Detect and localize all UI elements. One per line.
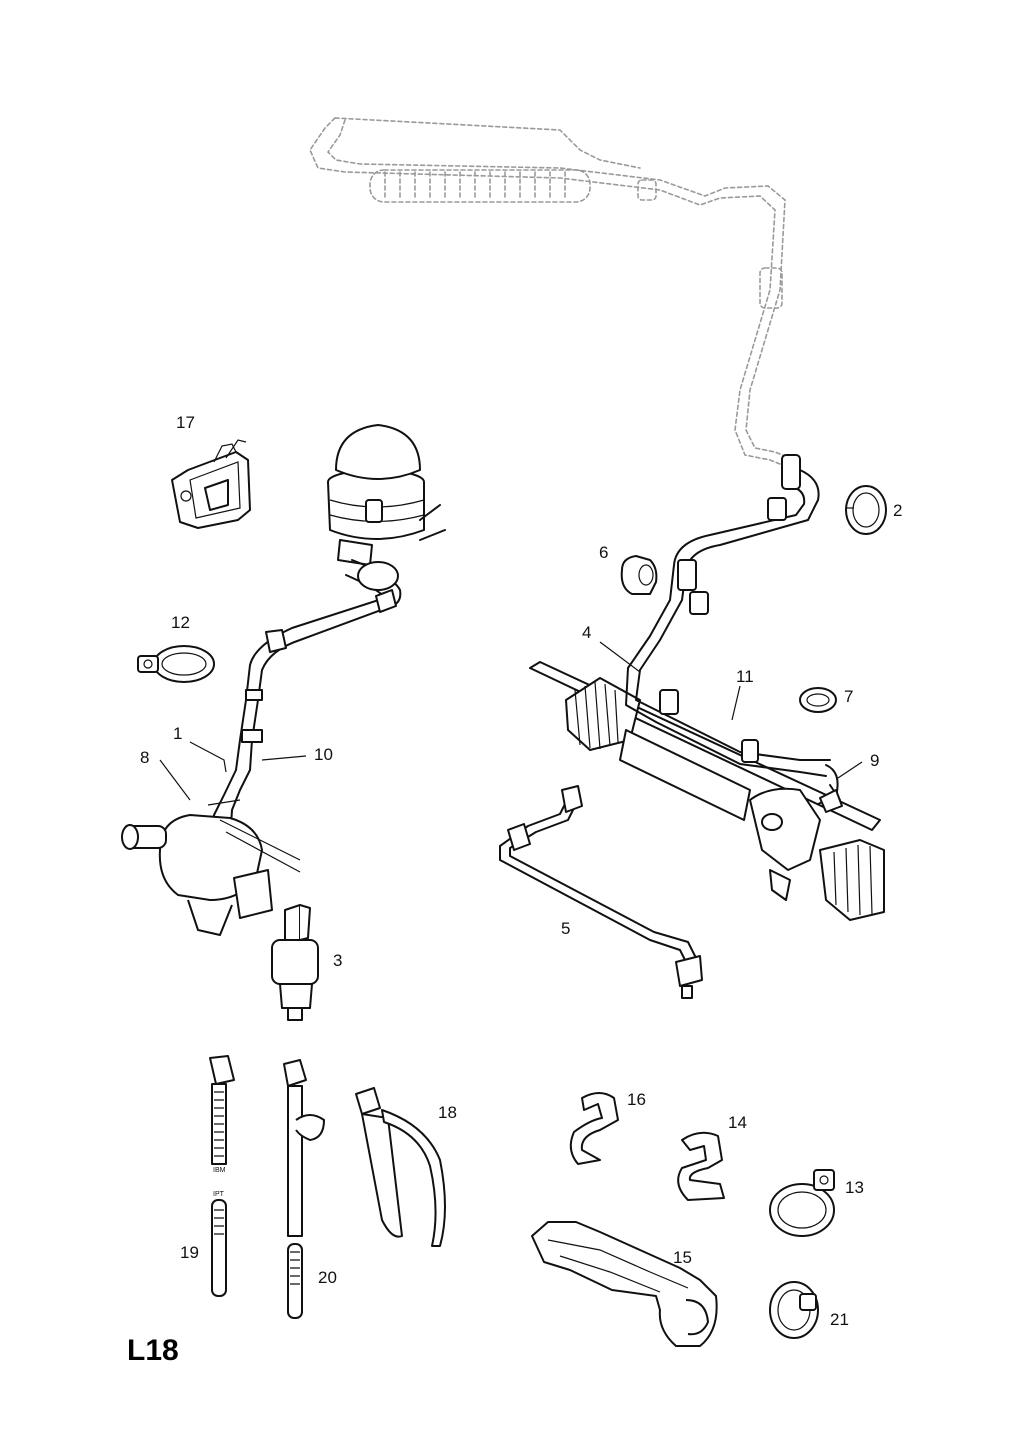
bracket-15	[531, 1221, 718, 1347]
callout-14: 14	[728, 1113, 747, 1132]
pipe-5	[499, 785, 703, 999]
callout-1: 1	[173, 724, 182, 743]
hose-clamp-21	[769, 1281, 819, 1339]
bracket-17	[171, 439, 251, 529]
callout-6: 6	[599, 543, 608, 562]
tie-mark-middle: IPT	[213, 1191, 225, 1198]
callout-11: 11	[736, 667, 754, 686]
callout-16: 16	[627, 1090, 646, 1109]
hose-clamp-12	[137, 645, 215, 683]
callout-2: 2	[893, 501, 902, 520]
callout-3: 3	[333, 951, 342, 970]
grommet-6	[620, 555, 658, 595]
seal-ring-2	[845, 485, 887, 535]
cable-tie-18	[355, 1087, 446, 1247]
clip-14	[677, 1131, 725, 1201]
callout-10: 10	[314, 745, 333, 764]
callout-17: 17	[176, 413, 195, 432]
tie-mark-top: IBM	[213, 1167, 226, 1174]
callout-4: 4	[582, 623, 591, 642]
cable-tie-20	[283, 1059, 325, 1319]
callout-9: 9	[870, 751, 879, 770]
fluid-reservoir	[327, 424, 446, 566]
leader-lines	[159, 507, 863, 801]
callout-18: 18	[438, 1103, 457, 1122]
pump-body	[121, 799, 301, 936]
callout-5: 5	[561, 919, 570, 938]
cable-tie-19: IBM IPT	[209, 1055, 235, 1297]
pressure-switch-3	[271, 904, 319, 1021]
page-code: L18	[127, 1334, 179, 1367]
hose-clamp-13	[769, 1169, 835, 1237]
hoses-right	[625, 454, 843, 813]
clip-16	[569, 1092, 619, 1165]
callout-8: 8	[140, 748, 149, 767]
callout-21: 21	[830, 1310, 849, 1329]
callout-12: 12	[171, 613, 190, 632]
callout-15: 15	[673, 1248, 692, 1267]
callout-20: 20	[318, 1268, 337, 1287]
callout-19: 19	[180, 1243, 199, 1262]
callouts: 1 2 3 4 5 6 7 8 9 10 11 12 13 14 15 16 1…	[140, 413, 902, 1329]
callout-13: 13	[845, 1178, 864, 1197]
ghosted-cooler-pipe	[309, 117, 801, 471]
hoses-left	[209, 559, 402, 847]
o-ring-7	[799, 687, 837, 713]
callout-7: 7	[844, 687, 853, 706]
